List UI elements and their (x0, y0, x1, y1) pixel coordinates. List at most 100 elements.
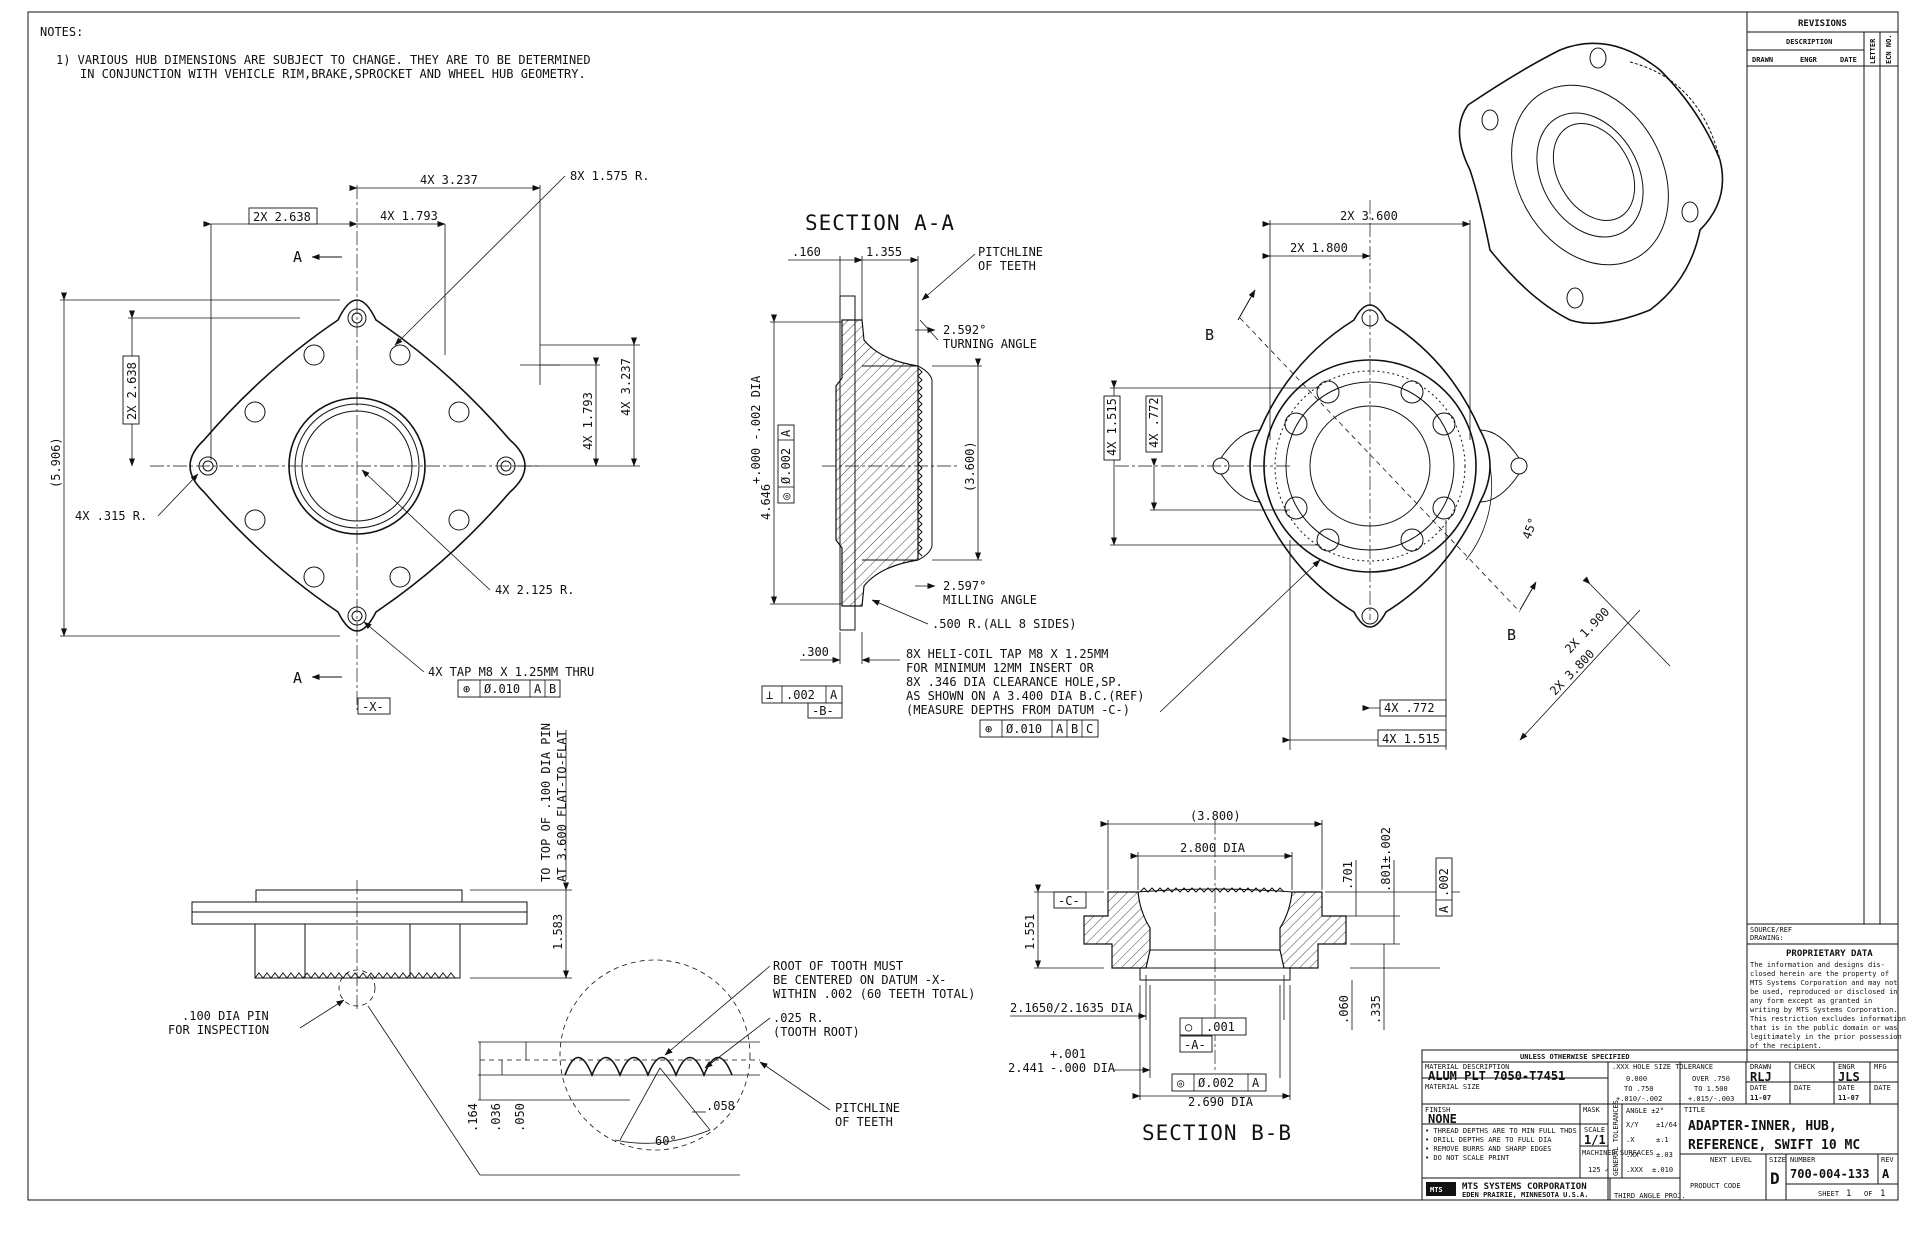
proprietary-line: any form except as granted in (1750, 997, 1872, 1005)
heli-note-5: (MEASURE DEPTHS FROM DATUM -C-) (906, 703, 1130, 717)
cut-arrow-b-top (1237, 289, 1256, 321)
of-label: OF (1864, 1190, 1872, 1198)
proprietary-line: legitimately in the prior possession (1750, 1033, 1902, 1041)
leader-tap (363, 621, 425, 673)
hole-tol-b2: TO 1.500 (1694, 1085, 1728, 1093)
dim-3600: (3.600) (963, 441, 977, 492)
tol-x1-val: ±.1 (1656, 1136, 1669, 1144)
rear-bolt-hole (1284, 496, 1308, 520)
turning-label: TURNING ANGLE (943, 337, 1037, 351)
scale-value: 1/1 (1584, 1133, 1606, 1147)
rev-ecn: ECN NO. (1885, 34, 1893, 64)
leader-heli (1159, 559, 1321, 713)
dim-801: .801±.002 (1379, 827, 1393, 892)
of-teeth-label: OF TEETH (978, 259, 1036, 273)
front-bolt-hole (448, 401, 470, 423)
turning-deg: 2.592° (943, 323, 986, 337)
dim-2x2638-side: 2X 2.638 (125, 362, 139, 420)
machined-label: MACHINED SURFACES (1582, 1149, 1654, 1157)
rear-bolt-hole (1400, 528, 1424, 552)
rear-ear-lines (1220, 429, 1520, 503)
revisions-block: REVISIONS DESCRIPTION DRAWN ENGR DATE LE… (1746, 11, 1899, 925)
front-bolt-hole (303, 566, 325, 588)
hole-tol-a1: 0.000 (1626, 1075, 1647, 1083)
tol-x1: .X (1626, 1136, 1635, 1144)
proprietary-line: This restriction excludes information (1750, 1015, 1906, 1023)
date-label: DATE (1838, 1084, 1855, 1092)
rear-bore (1309, 405, 1431, 527)
datum-a: -A- (1184, 1038, 1206, 1052)
svg-text:A: A (779, 429, 793, 437)
side-flange (191, 901, 528, 925)
front-hole-left-inner (202, 460, 214, 472)
heli-note-2: FOR MINIMUM 12MM INSERT OR (906, 661, 1095, 675)
front-bolt-hole (389, 344, 411, 366)
unless-specified: UNLESS OTHERWISE SPECIFIED (1520, 1053, 1630, 1061)
rev-description: DESCRIPTION (1786, 38, 1832, 46)
leader-pitchline (921, 253, 976, 301)
svg-text:.002: .002 (786, 688, 815, 702)
pin-insp-1: .100 DIA PIN (182, 1009, 269, 1023)
dim-3800: (3.800) (1190, 809, 1241, 823)
tol-frac-val: ±1/64 (1656, 1121, 1677, 1129)
dim-1583: 1.583 (551, 914, 565, 950)
front-bolt-hole (244, 509, 266, 531)
front-hole-top-inner (351, 312, 363, 324)
title-block-frame (1421, 1049, 1899, 1201)
dim-2441-tol-minus: -.000 DIA (1050, 1061, 1116, 1075)
dim-4646-tol: +.000 -.002 DIA (749, 375, 763, 484)
dim-335: .335 (1369, 995, 1383, 1024)
rear-outline (1249, 304, 1491, 628)
hole-tol-label: .XXX HOLE SIZE TOLERANCE (1612, 1063, 1713, 1071)
dim-box (1377, 729, 1447, 747)
mts-logo (1426, 1182, 1456, 1196)
drawn-value: RLJ (1750, 1070, 1772, 1084)
iso-bore-outer (1536, 112, 1644, 238)
svg-text:.002: .002 (1437, 868, 1451, 897)
note-1-line-2: IN CONJUNCTION WITH VEHICLE RIM,BRAKE,SP… (80, 67, 586, 81)
pin-insp-2: FOR INSPECTION (168, 1023, 269, 1037)
title-block: UNLESS OTHERWISE SPECIFIED MATERIAL DESC… (1421, 1049, 1899, 1201)
svg-text:Ø.002: Ø.002 (779, 448, 793, 484)
rear-bolt-hole (1432, 496, 1456, 520)
machined-value: 125 ✓ (1588, 1166, 1609, 1174)
tooth-of-teeth: OF TEETH (835, 1115, 893, 1129)
dim-4x315r: 4X .315 R. (75, 509, 147, 523)
front-hole-top (347, 308, 367, 328)
perpendicularity-frame: ⊥ .002 A (761, 685, 843, 704)
teeth-region (917, 365, 933, 561)
dim-701: .701 (1341, 861, 1355, 890)
rear-hole-bottom (1361, 607, 1379, 625)
datum-b: -B- (812, 704, 834, 718)
datum-a-box (1179, 1035, 1213, 1053)
rear-bolt-hole (1284, 412, 1308, 436)
dim-060: .060 (1337, 995, 1351, 1024)
dim-box (1145, 395, 1163, 453)
tooth-detail: .164 .036 .050 .058 60° ROOT OF TOOTH MU… (367, 959, 975, 1176)
product-code: PRODUCT CODE (1690, 1182, 1741, 1190)
leader-500r (871, 599, 929, 625)
iso-hole (1589, 47, 1607, 69)
section-bb-fcf: .002 A (1435, 857, 1453, 917)
dim-500r: .500 R.(ALL 8 SIDES) (932, 617, 1077, 631)
dim-4x1793-top: 4X 1.793 (380, 209, 438, 223)
detail-circle (559, 959, 751, 1151)
svg-text:A: A (830, 688, 838, 702)
check-label: CHECK (1794, 1063, 1816, 1071)
size-label: SIZE (1769, 1156, 1786, 1164)
revisions-title: REVISIONS (1798, 19, 1847, 29)
proprietary-line: of the recipient. (1750, 1042, 1822, 1050)
leader-pin-insp (299, 999, 345, 1029)
svg-text:A: A (1056, 722, 1064, 736)
proprietary-line: that is in the public domain or was (1750, 1024, 1898, 1032)
dim-036: .036 (489, 1103, 503, 1132)
front-view: 4X 3.237 2X 2.638 4X 1.793 8X 1.575 R. A… (49, 169, 649, 715)
iso-flange (1511, 84, 1669, 266)
svg-text:Ø.002: Ø.002 (1198, 1076, 1234, 1090)
root-note-1: ROOT OF TOOTH MUST (773, 959, 903, 973)
rear-teeth-inner (1285, 381, 1455, 551)
rear-hole-top (1361, 309, 1379, 327)
side-teeth (254, 972, 456, 979)
bore-outline (862, 365, 919, 561)
